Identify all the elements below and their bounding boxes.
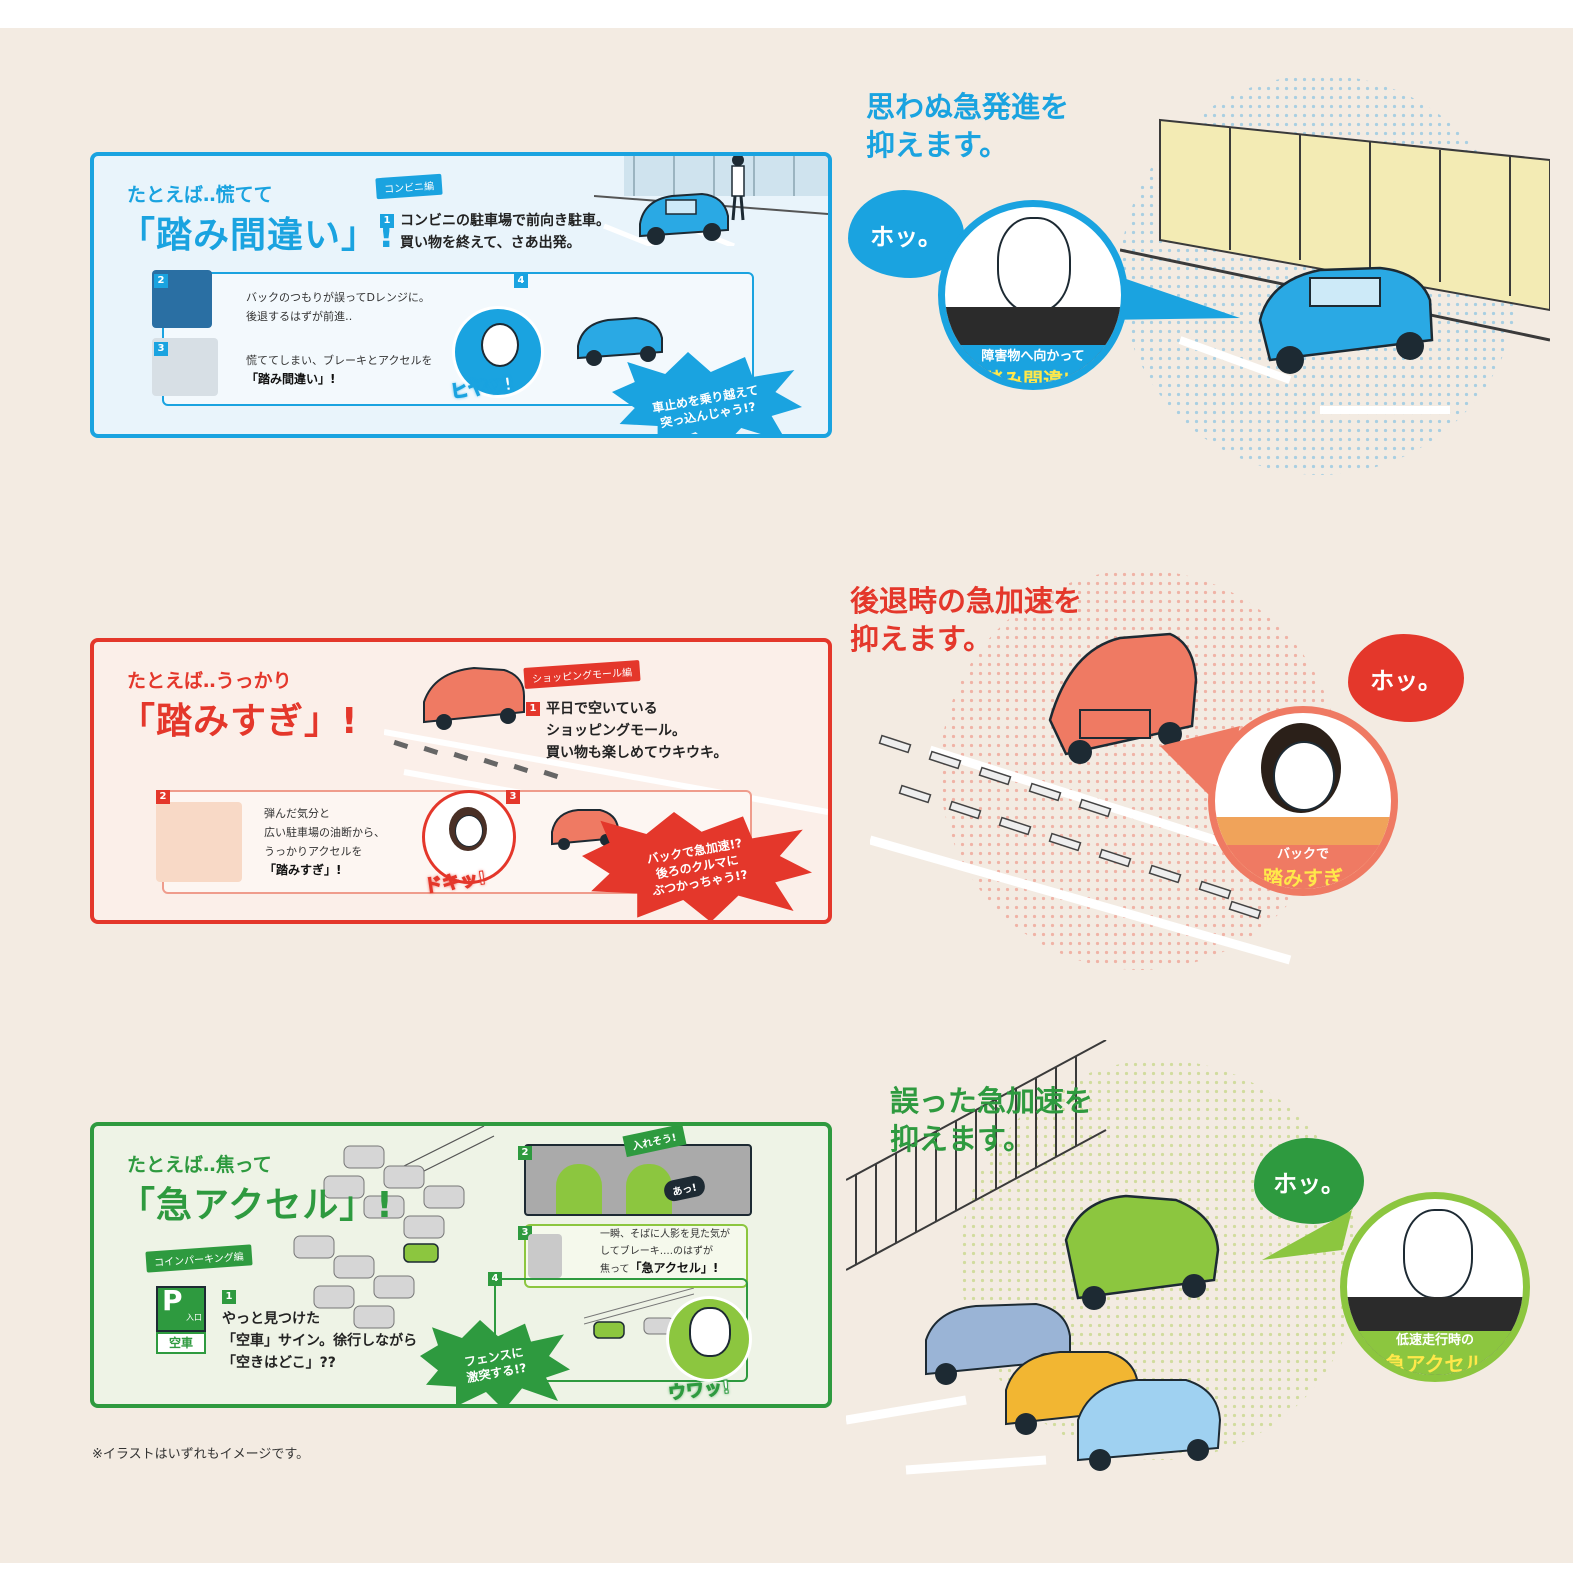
- relief-bubble: ホッ。: [1348, 634, 1464, 722]
- step-emphasis: 「急アクセル」!: [629, 1261, 719, 1275]
- parking-p-icon: P: [162, 1284, 183, 1317]
- step-2-text: バックのつもりが誤ってDレンジに。 後退するはずが前進‥: [246, 288, 430, 326]
- step-number: 2: [154, 273, 168, 288]
- panel-title: 「急アクセル」!: [119, 1185, 394, 1226]
- pedal-illustration: [528, 1234, 562, 1278]
- circle-label: バックで 踏みすぎ: [1215, 843, 1391, 890]
- step-number: 4: [514, 273, 528, 288]
- circle-label: 低速走行時の 急アクセル: [1347, 1329, 1523, 1376]
- step-line: してブレーキ‥‥のはずが: [600, 1246, 714, 1257]
- step-1-text: 1 コンビニの駐車場で前向き駐車。 買い物を終えて、さあ出発。: [380, 210, 610, 254]
- step-line: バックのつもりが誤ってDレンジに。: [246, 291, 430, 304]
- driver-face: [997, 217, 1071, 313]
- step-line: 広い駐車場の油断から、: [264, 826, 385, 839]
- car-illustration: [639, 192, 729, 245]
- headline-line: 抑えます。: [866, 128, 1009, 162]
- step-line: 「空きはどこ」??: [222, 1355, 336, 1371]
- step-3-text: 慌ててしまい、ブレーキとアクセルを 「踏み間違い」!: [246, 351, 432, 389]
- parking-in-label: 入口: [186, 1313, 202, 1322]
- relief-bubble: ホッ。: [1254, 1138, 1364, 1224]
- step-number: 4: [488, 1271, 502, 1286]
- driver-circle: 障害物へ向かって 踏み間違い: [938, 200, 1128, 390]
- scenario-tag: コインパーキング編: [145, 1244, 253, 1273]
- circle-label-bg: [945, 345, 1121, 383]
- headline-line: 誤った急加速を: [890, 1084, 1094, 1118]
- step-line: 買い物も楽しめてウキウキ。: [546, 745, 728, 761]
- step-number: 2: [518, 1145, 532, 1160]
- circle-label-line1: 障害物へ向かって: [981, 349, 1085, 364]
- step-number: 1: [526, 702, 540, 716]
- step-line: 焦って: [600, 1264, 630, 1275]
- step-number: 1: [222, 1290, 236, 1304]
- headline-line: 後退時の急加速を: [850, 584, 1083, 618]
- step-line: コンビニの駐車場で前向き駐車。: [400, 213, 610, 229]
- circle-label-bg: [1347, 1331, 1523, 1375]
- step-emphasis: 「踏みすぎ」!: [264, 863, 342, 877]
- step-line: 「空車」サイン。徐行しながら: [222, 1333, 418, 1349]
- parking-sign: P 入口 空車: [152, 1284, 208, 1358]
- step-3-text: 一瞬、そばに人影を見た気が してブレーキ‥‥のはずが 焦って「急アクセル」!: [600, 1226, 730, 1278]
- footnote: ※イラストはいずれもイメージです。: [92, 1447, 310, 1462]
- mall-lot-scene-illustration: [870, 632, 1310, 965]
- panel-title: 「踏みすぎ」!: [119, 701, 359, 742]
- panel-lead: たとえば‥うっかり: [127, 670, 292, 692]
- foot-pedal-illustration: [156, 802, 242, 882]
- relief-bubble: ホッ。: [848, 190, 964, 278]
- step-line: 一瞬、そばに人影を見た気が: [600, 1229, 730, 1240]
- driver-circle: 低速走行時の 急アクセル: [1340, 1192, 1530, 1382]
- step-line: うっかりアクセルを: [264, 845, 363, 858]
- headline-line: 思わぬ急発進を: [866, 90, 1070, 124]
- circle-label-line2: 踏み間違い: [983, 368, 1083, 390]
- step-line: 弾んだ気分と: [264, 807, 330, 820]
- circle-label-line2: 踏みすぎ: [1263, 866, 1343, 890]
- step-line: 後退するはずが前進‥: [246, 310, 353, 323]
- vacant-sign: 空車: [156, 1332, 206, 1354]
- scenario-panel-mistake: たとえば‥慌てて 「踏み間違い」! コンビニ編 1 コンビニの駐車場で前向き駐車。…: [90, 152, 832, 438]
- scenario-panel-sudden-accel: たとえば‥焦って 「急アクセル」! コインパーキング編 P 入口 空車 1 やっ…: [90, 1122, 832, 1408]
- step-line: やっと見つけた: [222, 1311, 320, 1327]
- section-headline: 誤った急加速を 抑えます。: [890, 1082, 1093, 1158]
- step-line: ショッピングモール。: [546, 723, 686, 739]
- step-line: 平日で空いている: [546, 701, 658, 717]
- circle-label-line1: バックで: [1276, 847, 1329, 862]
- speech-tail: [1262, 1210, 1352, 1260]
- step-emphasis: 「踏み間違い」!: [246, 372, 336, 386]
- panel-title: 「踏み間違い」!: [119, 215, 396, 256]
- car-crash-illustration: [577, 316, 663, 366]
- step-number: 2: [156, 789, 170, 804]
- driver-circle: バックで 踏みすぎ: [1208, 706, 1398, 896]
- driver-shocked-illustration: [422, 790, 516, 884]
- circle-label: 障害物へ向かって 踏み間違い: [945, 345, 1121, 390]
- section-headline: 思わぬ急発進を 抑えます。: [866, 88, 1069, 164]
- circle-label-bg: [1215, 845, 1391, 889]
- parking-scene-illustration: [1120, 118, 1550, 414]
- headline-line: 抑えます。: [890, 1122, 1033, 1156]
- step-number: 1: [380, 214, 394, 228]
- step-2-text: 弾んだ気分と 広い駐車場の油断から、 うっかりアクセルを 「踏みすぎ」!: [264, 804, 385, 880]
- scenario-tag: コンビニ編: [375, 173, 443, 200]
- step-line: 慌ててしまい、ブレーキとアクセルを: [246, 354, 433, 367]
- step-1-text: 1 やっと見つけた 「空車」サイン。徐行しながら 「空きはどこ」??: [222, 1286, 417, 1374]
- circle-label-line2: 急アクセル: [1385, 1352, 1485, 1376]
- step-line: 買い物を終えて、さあ出発。: [400, 235, 581, 251]
- sfx-text: ウワッ!: [667, 1376, 732, 1405]
- driver-panic-illustration: [452, 306, 544, 398]
- panel-lead: たとえば‥慌てて: [127, 184, 273, 206]
- coin-parking-scene-illustration: [846, 1040, 1222, 1475]
- person-illustration: [731, 156, 745, 221]
- step-1-text: 1 平日で空いている ショッピングモール。 買い物も楽しめてウキウキ。: [526, 698, 727, 764]
- windshield-view-illustration: [524, 1144, 752, 1216]
- driver-face: [1403, 1209, 1473, 1299]
- section-headline: 後退時の急加速を 抑えます。: [850, 582, 1082, 658]
- step-number: 3: [154, 341, 168, 356]
- speech-tail: [1100, 270, 1240, 320]
- panel-lead: たとえば‥焦って: [127, 1154, 272, 1176]
- coin-parking-illustration: [293, 1126, 495, 1329]
- circle-label-line1: 低速走行時の: [1395, 1333, 1474, 1348]
- driver-face: [1273, 741, 1335, 811]
- driver-shocked-illustration: [666, 1296, 752, 1382]
- step-number: 3: [506, 789, 520, 804]
- headline-line: 抑えます。: [850, 622, 993, 656]
